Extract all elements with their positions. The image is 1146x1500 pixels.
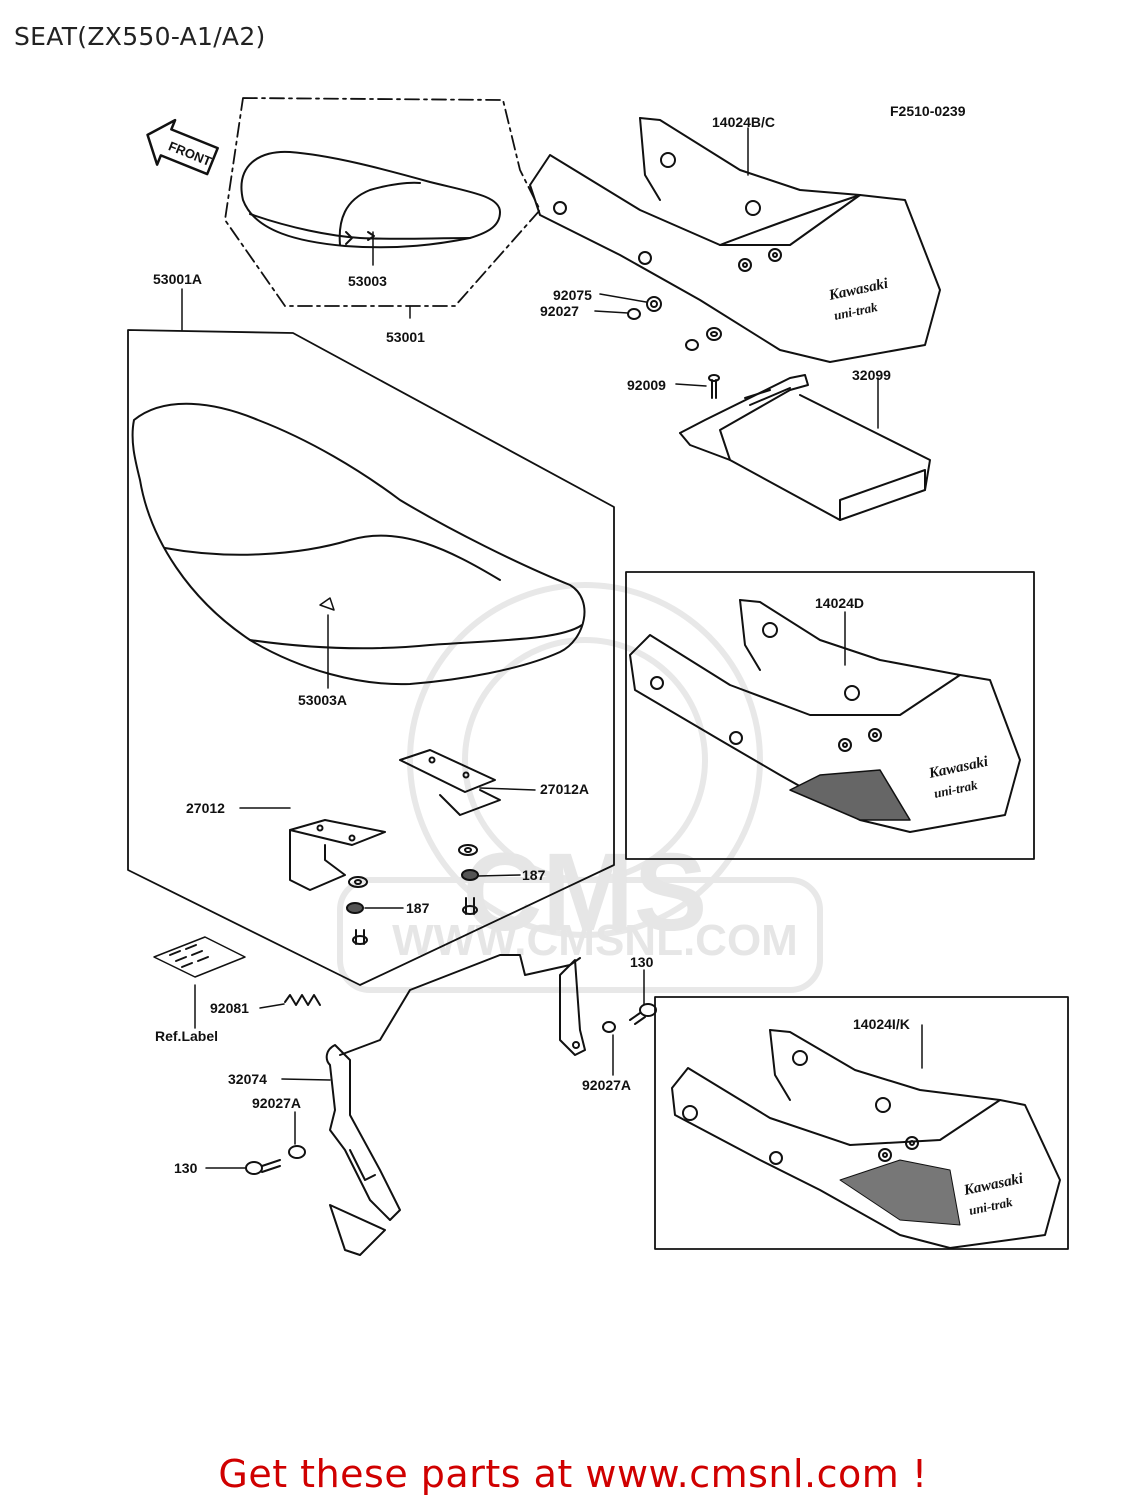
part-label: 14024B/C [712,114,775,130]
seat-lock-lever-32074-drawing [325,954,586,1256]
seat-53001-drawing [240,150,501,249]
nut-92075-icon [646,296,662,312]
bracket-27012-drawing [289,819,386,891]
cowl-model-text: uni-trak [833,299,880,323]
page-title: SEAT(ZX550-A1/A2) [14,22,266,51]
part-label: 14024I/K [853,1016,910,1032]
part-label: 187 [522,867,546,883]
tail-cowl-14024D-box [625,571,1035,860]
tail-cowl-14024IK-drawing: Kawasaki uni-trak [671,1029,1061,1249]
watermark-url-text: WWW.CMSNL.COM [392,916,798,965]
part-label: 92075 [553,287,592,303]
tail-cowl-14024IK-box [654,996,1069,1250]
part-label: 53001A [153,271,202,287]
bolt-187-icon [352,897,478,945]
cowl-brand-text: Kawasaki [962,1171,1026,1200]
footer-cta-link[interactable]: Get these parts at www.cmsnl.com ! [218,1452,928,1496]
cowl-model-text: uni-trak [968,1194,1015,1218]
cowl-brand-text: Kawasaki [827,276,891,305]
cap-92027-icon [627,308,722,351]
tray-32099-drawing [679,374,931,521]
bolt-130-icon [245,1003,657,1175]
tail-cowl-14024BC-drawing: Kawasaki uni-trak [529,117,941,363]
part-label: Ref.Label [155,1028,218,1044]
figure-code: F2510-0239 [890,103,966,119]
collar-92027A-icon [288,1021,616,1159]
front-arrow-icon: FRONT [146,118,219,176]
part-label: 130 [174,1160,198,1176]
ref-label-sheet-icon [153,936,246,978]
part-label: 53001 [386,329,425,345]
seat-assembly-outline [224,97,541,307]
part-label: 14024D [815,595,864,611]
part-label: 27012 [186,800,225,816]
seat-53001A-drawing [131,402,586,686]
part-label: 92009 [627,377,666,393]
cmsnl-watermark: CMS WWW.CMSNL.COM [337,582,823,993]
part-label: 32074 [228,1071,267,1087]
part-label: 32099 [852,367,891,383]
part-label: 27012A [540,781,589,797]
part-label: 92027A [582,1077,631,1093]
part-label: 130 [630,954,654,970]
cowl-brand-text: Kawasaki [927,754,991,783]
part-label: 92081 [210,1000,249,1016]
washer-187-icon [346,844,479,914]
part-label: 92027A [252,1095,301,1111]
seat-53001A-outline [127,329,615,986]
tail-cowl-14024D-drawing: Kawasaki uni-trak [629,599,1021,833]
leader-lines [181,127,923,1169]
part-label: 53003 [348,273,387,289]
bracket-27012A-drawing [399,749,501,816]
part-label: 53003A [298,692,347,708]
cowl-model-text: uni-trak [933,777,980,801]
watermark-logo-text: CMS [463,831,707,954]
part-label: 92027 [540,303,579,319]
part-label: 187 [406,900,430,916]
spring-92081-icon [284,994,321,1006]
part-number-labels: 14024B/C 53003 53001 53001A 92075 92027 … [153,114,910,1176]
screw-92009-icon [708,374,720,399]
